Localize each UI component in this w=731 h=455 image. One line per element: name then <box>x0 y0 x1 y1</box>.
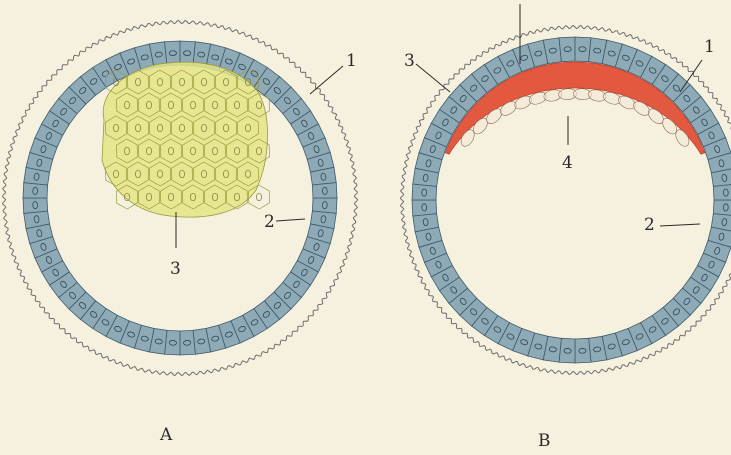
figure-a-leader-1 <box>310 66 343 94</box>
figure-a-inner-cell-mass <box>102 62 270 217</box>
figure-b-label-1: 1 <box>704 37 715 57</box>
figure-a-label-1: 1 <box>346 51 357 71</box>
trophoblast-cell <box>575 338 591 363</box>
figure-b-leader-3 <box>416 64 450 92</box>
trophoblast-cell <box>180 330 195 355</box>
trophoblast-cell <box>575 37 591 62</box>
figure-b-label-4: 4 <box>562 153 573 173</box>
figure-a-leader-2 <box>276 219 305 221</box>
figure-a-caption: A <box>159 425 173 445</box>
figure-a-label-3: 3 <box>170 259 181 279</box>
figure-b-caption: B <box>538 431 551 451</box>
figure-b-label-2: 2 <box>644 215 655 235</box>
figure-a: 1 2 3 A <box>3 21 358 446</box>
trophoblast-cell <box>312 183 337 198</box>
figure-b: 1 2 3 4 B <box>401 4 731 451</box>
figure-b-leader-2 <box>660 224 700 226</box>
figure-a-label-2: 2 <box>264 212 275 232</box>
trophoblast-cell <box>412 200 437 216</box>
trophoblast-cell <box>559 37 575 62</box>
inner-cell-mass-outline <box>102 62 268 217</box>
trophoblast-cell <box>559 338 575 363</box>
trophoblast-cell <box>412 184 437 200</box>
figure-b-label-3: 3 <box>404 51 415 71</box>
trophoblast-cell <box>23 198 48 213</box>
cell-nucleus <box>256 193 261 201</box>
